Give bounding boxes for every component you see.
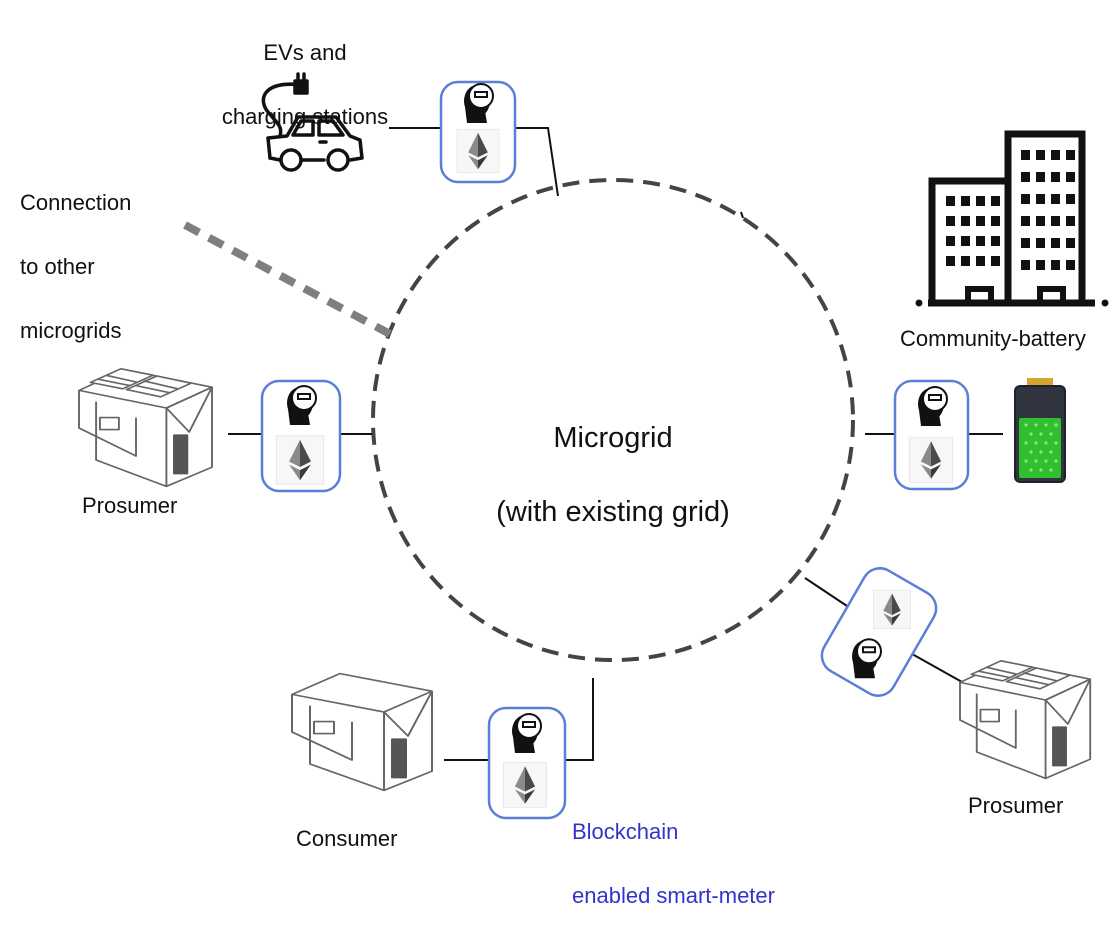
ethereum-icon: [873, 589, 911, 630]
smart-meter-label-line1: Blockchain: [572, 819, 679, 844]
connection-label-line3: microgrids: [20, 318, 122, 343]
ethereum-icon: [503, 762, 547, 808]
ev-car-icon: [261, 72, 364, 172]
community-battery-label: Community-battery: [900, 326, 1086, 351]
ethereum-icon: [456, 128, 500, 174]
smart-meter-bottom-right: [820, 567, 938, 697]
microgrid-title: Microgrid (with existing grid): [463, 383, 763, 568]
microgrid-title-line1: Microgrid: [553, 422, 673, 454]
smart-meter-left: [260, 379, 342, 493]
smart-meter-label: Blockchain enabled smart-meter: [572, 784, 862, 944]
connector-lines: [228, 127, 1003, 761]
smart-meter-right: [893, 379, 970, 491]
battery-icon: [1014, 378, 1066, 483]
microgrid-ring: [371, 178, 855, 662]
smart-meter-label-line2: enabled smart-meter: [572, 883, 775, 908]
prosumer-right-label: Prosumer: [968, 793, 1064, 818]
prosumer-left-label: Prosumer: [82, 493, 178, 518]
solar-house-icon: [959, 659, 1092, 780]
evs-label-line2: charging stations: [221, 104, 389, 129]
ethereum-icon: [276, 435, 324, 485]
solar-house-icon: [78, 367, 213, 488]
connection-label-line1: Connection: [20, 190, 132, 215]
evs-label: EVs and charging stations: [195, 5, 415, 165]
connection-link: [183, 221, 392, 338]
ethereum-icon: [909, 437, 953, 483]
smart-meter-top: [439, 80, 517, 184]
connection-label: Connection to other microgrids: [20, 155, 180, 379]
microgrid-title-line2: (with existing grid): [496, 496, 730, 528]
office-building-icon: [915, 130, 1109, 307]
microgrid-diagram: [78, 72, 1109, 820]
evs-label-line1: EVs and: [263, 40, 347, 65]
consumer-label: Consumer: [296, 826, 398, 851]
house-icon: [291, 672, 433, 792]
connection-label-line2: to other: [20, 254, 95, 279]
smart-meter-bottom: [487, 706, 567, 820]
